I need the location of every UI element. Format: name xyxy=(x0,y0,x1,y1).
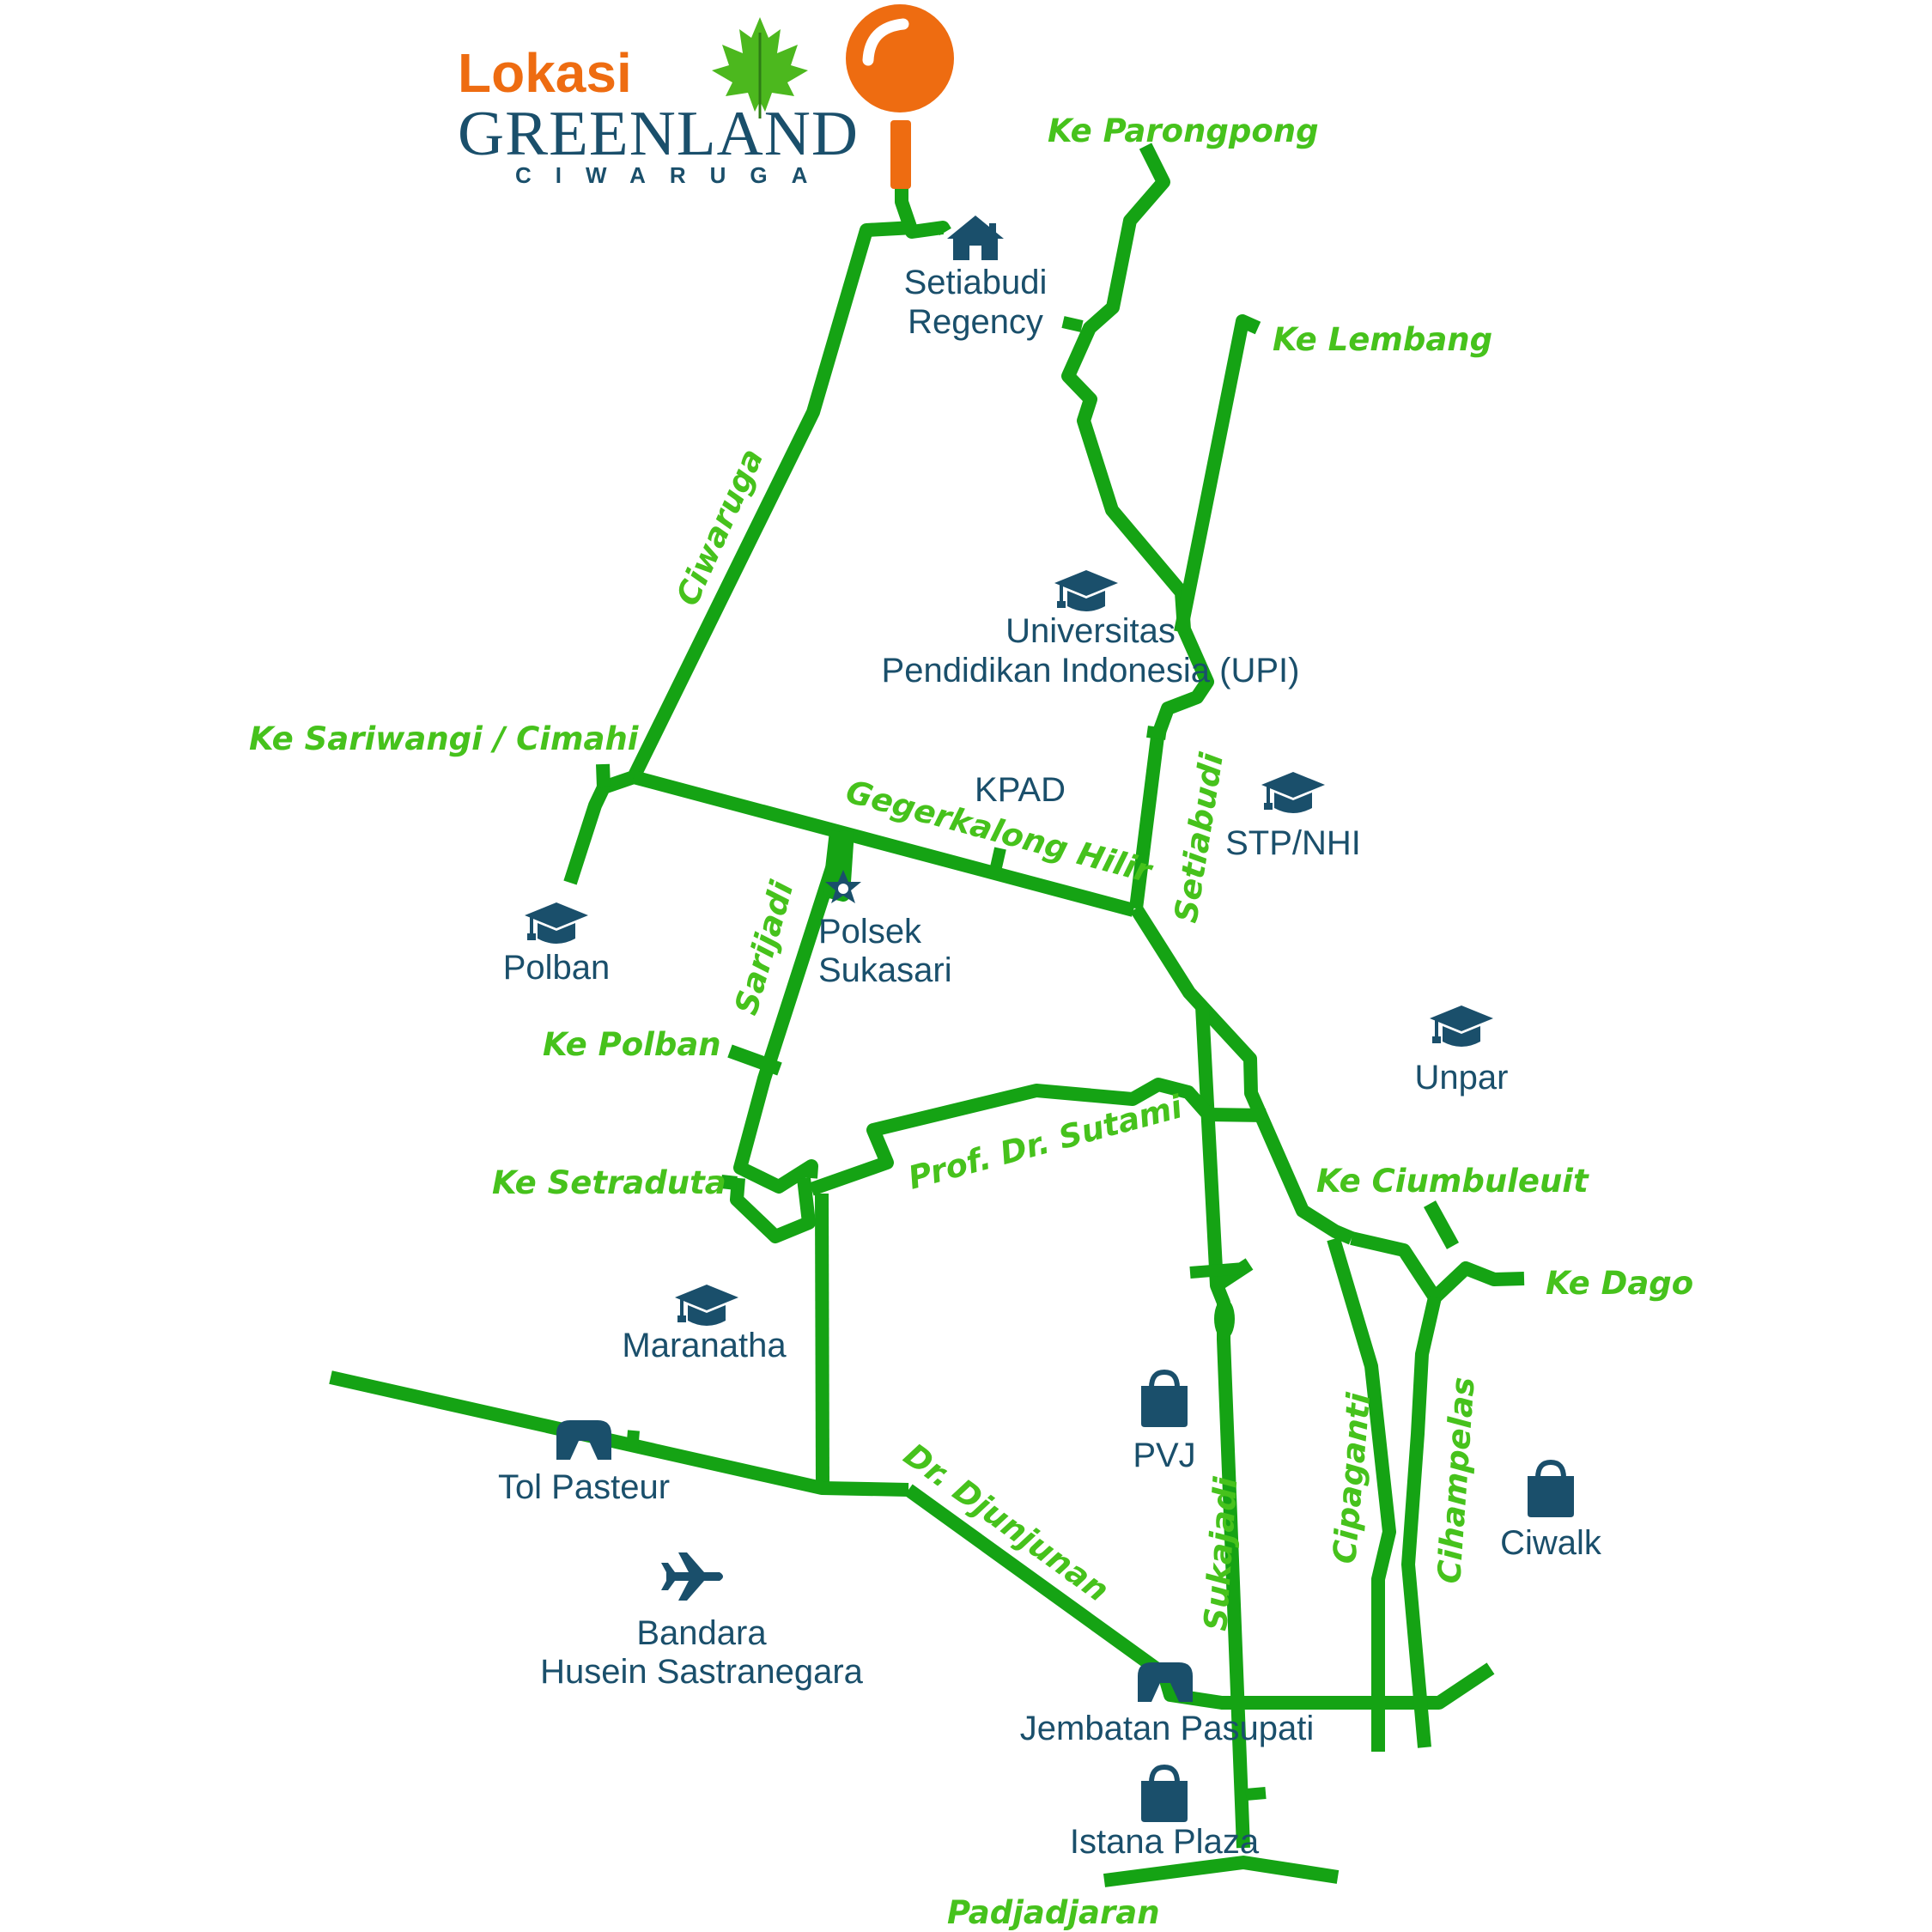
road-ke-ciumbuleuit xyxy=(1350,1231,1525,1304)
label-polsek-1: Polsek xyxy=(818,913,922,951)
label-maranatha: Maranatha xyxy=(622,1327,787,1364)
graduation-cap-icon xyxy=(1054,570,1118,611)
maple-leaf-icon xyxy=(712,17,808,118)
label-polsek-2: Sukasari xyxy=(818,951,952,989)
road-ke-setraduta xyxy=(720,1175,738,1190)
label-upi-2: Pendidikan Indonesia (UPI) xyxy=(882,652,1300,690)
road-ke-polban xyxy=(727,1044,782,1076)
label-ke-polban: Ke Polban xyxy=(543,1026,721,1063)
road-cipaganti xyxy=(1327,1236,1396,1752)
road-padjadjaran xyxy=(1103,1856,1340,1887)
brand-sub: CIWARUGA xyxy=(515,162,831,188)
places: Setiabudi Regency Universitas Pendidikan… xyxy=(498,216,1602,1861)
label-jembatan-pasupati: Jembatan Pasupati xyxy=(1020,1710,1314,1747)
road-tick xyxy=(1245,1787,1267,1801)
road-ke-dago-fork xyxy=(1423,1200,1460,1249)
road-tick xyxy=(626,1430,640,1452)
label-setiabudi-regency-1: Setiabudi xyxy=(904,264,1048,301)
label-dr-djunjunan: Dr. Djunjunan xyxy=(897,1436,1116,1608)
label-ke-parongpong: Ke Parongpong xyxy=(1048,112,1319,149)
label-pvj: PVJ xyxy=(1133,1437,1195,1474)
label-stp-nhi: STP/NHI xyxy=(1225,824,1361,862)
label-prof-dr-sutami: Prof. Dr. Sutami xyxy=(904,1088,1187,1197)
road-gegerkalong-hilir xyxy=(631,770,1136,917)
label-ciwalk: Ciwalk xyxy=(1500,1524,1602,1562)
road-tick xyxy=(1061,316,1084,332)
road-maranatha-link xyxy=(815,1193,829,1489)
label-ke-dago: Ke Dago xyxy=(1546,1265,1693,1302)
roundabout xyxy=(1214,1298,1235,1340)
road-tol-pasteur xyxy=(329,1370,909,1497)
road-setraduta-loop xyxy=(730,1177,816,1243)
label-unpar: Unpar xyxy=(1415,1059,1509,1097)
label-ke-lembang: Ke Lembang xyxy=(1273,321,1492,358)
label-bandara-2: Husein Sastranegara xyxy=(540,1653,864,1691)
road-prof-dr-sutami xyxy=(809,1078,1267,1196)
label-upi-1: Universitas xyxy=(1005,612,1176,650)
label-cihampelas: Cihampelas xyxy=(1431,1376,1482,1584)
label-tol-pasteur: Tol Pasteur xyxy=(498,1468,670,1506)
graduation-cap-icon xyxy=(1261,772,1325,813)
road-tick xyxy=(990,847,1006,869)
graduation-cap-icon xyxy=(675,1285,738,1326)
road-network xyxy=(329,129,1525,1887)
map-pin-icon xyxy=(846,4,954,189)
shopping-bag-icon xyxy=(1141,1372,1188,1427)
house-icon xyxy=(947,216,1004,260)
label-padjadjaran: Padjadjaran xyxy=(947,1894,1160,1931)
road-ke-sariwangi xyxy=(596,763,611,788)
label-istana-plaza: Istana Plaza xyxy=(1070,1823,1260,1861)
shopping-bag-icon xyxy=(1141,1767,1188,1822)
label-ke-ciumbuleuit: Ke Ciumbuleuit xyxy=(1316,1163,1589,1200)
brand-lokasi: Lokasi xyxy=(458,42,632,104)
label-bandara-1: Bandara xyxy=(636,1614,767,1652)
toll-gate-icon xyxy=(556,1420,611,1460)
road-cihampelas xyxy=(1401,1296,1442,1748)
label-polban: Polban xyxy=(503,949,611,987)
label-cipaganti: Cipaganti xyxy=(1326,1390,1377,1565)
road-setiabudi-south xyxy=(1130,904,1355,1245)
label-ke-sariwangi: Ke Sariwangi / Cimahi xyxy=(249,720,640,757)
road-dr-djunjunan xyxy=(904,1484,1495,1710)
police-badge-icon xyxy=(825,870,861,903)
label-setiabudi: Setiabudi xyxy=(1167,750,1230,926)
graduation-cap-icon xyxy=(525,902,588,944)
road-ke-lembang xyxy=(1174,314,1261,634)
road-tick xyxy=(1146,726,1167,740)
shopping-bag-icon xyxy=(1528,1462,1574,1517)
road-parongpong xyxy=(1061,143,1214,909)
label-setiabudi-regency-2: Regency xyxy=(908,303,1043,341)
road-tick xyxy=(1189,1262,1245,1279)
label-ke-setraduta: Ke Setraduta xyxy=(492,1164,726,1201)
brand-logo: Lokasi GREENLAND CIWARUGA xyxy=(458,17,859,188)
brand-name: GREENLAND xyxy=(458,99,859,169)
airplane-icon xyxy=(661,1552,723,1601)
graduation-cap-icon xyxy=(1430,1005,1493,1047)
label-kpad: KPAD xyxy=(975,771,1066,809)
